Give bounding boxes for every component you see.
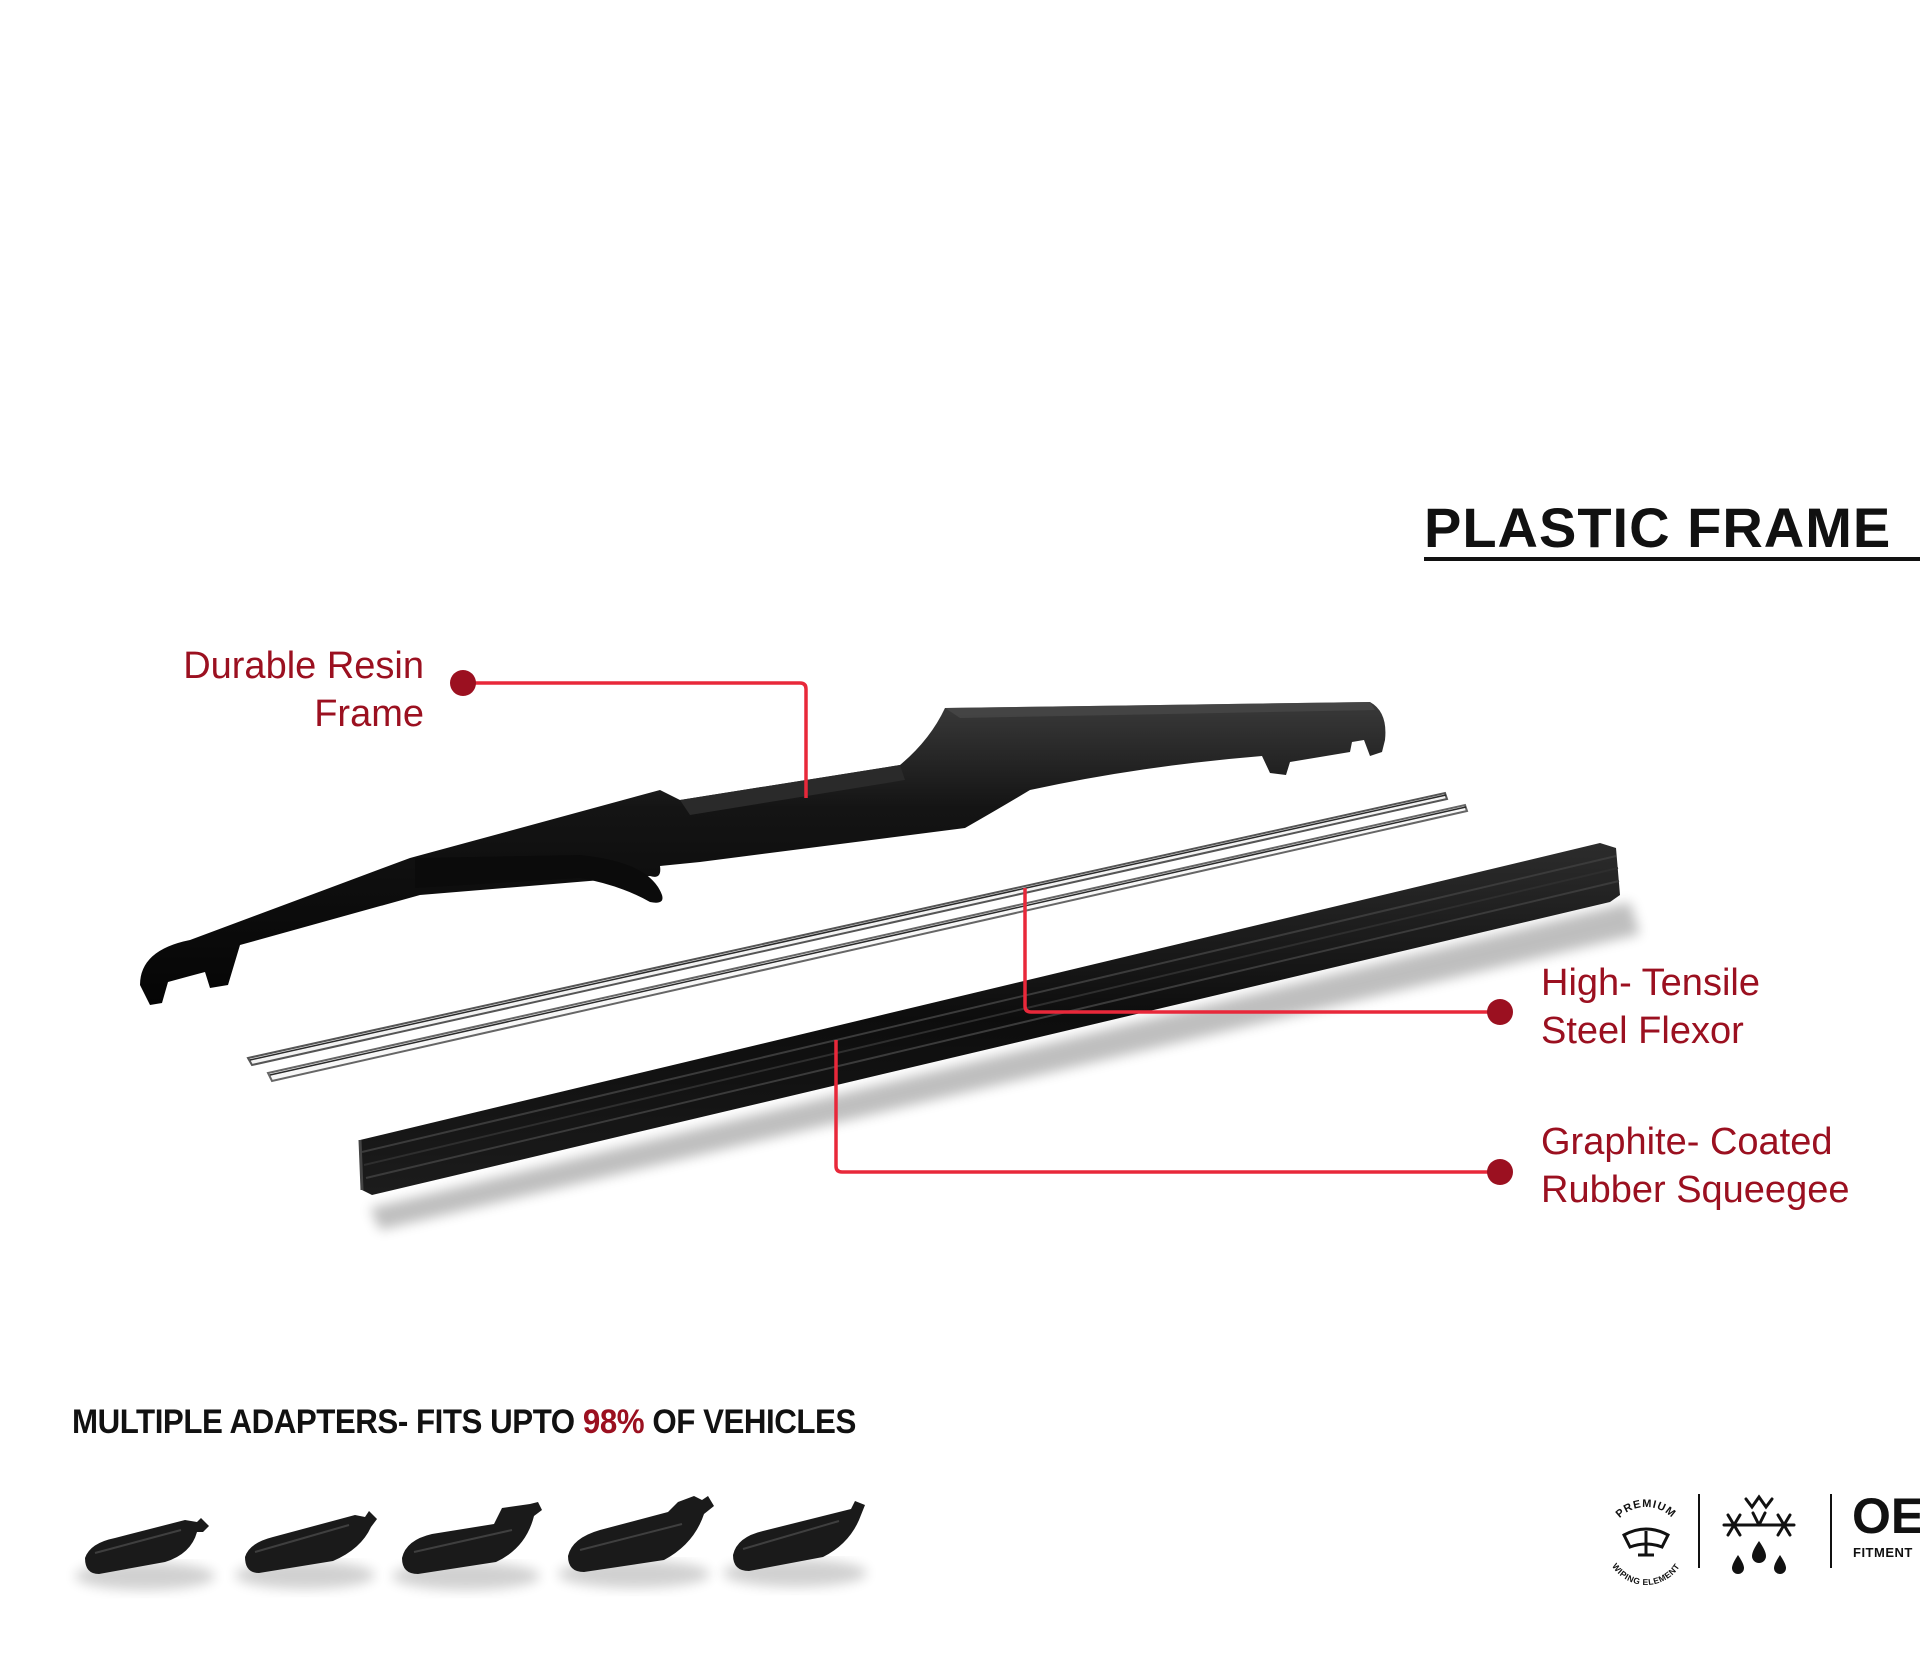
adapter-clip xyxy=(558,1496,714,1588)
premium-wiping-element-icon: PREMIUM WIPING ELEMENT xyxy=(1610,1498,1682,1587)
badge-divider-2 xyxy=(1830,1494,1832,1568)
callout-rubber-line-1: Graphite- Coated xyxy=(1541,1121,1833,1163)
svg-text:WIPING ELEMENT: WIPING ELEMENT xyxy=(1610,1561,1682,1587)
snowflake-rain-icon xyxy=(1722,1494,1796,1574)
page-title: PLASTIC FRAME xyxy=(1424,496,1892,559)
callout-resin-frame: Durable Resin Frame xyxy=(183,642,424,738)
adapter-clip xyxy=(235,1511,377,1589)
adapters-heading-suffix: OF VEHICLES xyxy=(644,1403,856,1441)
resin-frame xyxy=(140,702,1386,1005)
adapter-clips xyxy=(75,1496,867,1590)
badge-divider-1 xyxy=(1698,1494,1700,1568)
svg-text:PREMIUM: PREMIUM xyxy=(1614,1498,1679,1521)
oe-fitment-label: FITMENT xyxy=(1853,1545,1913,1560)
callout-steel-line-1: High- Tensile xyxy=(1541,962,1760,1004)
adapter-clip xyxy=(392,1502,542,1590)
steel-flexor xyxy=(246,791,1469,1083)
title-underline xyxy=(1424,557,1920,561)
rubber-squeegee xyxy=(358,843,1640,1230)
adapters-heading: MULTIPLE ADAPTERS- FITS UPTO 98% OF VEHI… xyxy=(72,1403,856,1442)
callout-rubber-line-2: Rubber Squeegee xyxy=(1541,1169,1850,1211)
callout-resin-line-1: Durable Resin xyxy=(183,645,424,687)
leader-lines xyxy=(450,670,1513,1185)
callout-rubber-squeegee: Graphite- Coated Rubber Squeegee xyxy=(1541,1118,1849,1214)
callout-steel-line-2: Steel Flexor xyxy=(1541,1010,1744,1052)
adapter-clip xyxy=(723,1501,867,1587)
adapter-clip xyxy=(75,1518,215,1590)
feature-badges: PREMIUM WIPING ELEMENT OE FITMENT xyxy=(1590,1485,1920,1595)
callout-resin-line-2: Frame xyxy=(314,693,424,735)
oe-fitment-icon: OE xyxy=(1852,1488,1920,1544)
adapters-heading-prefix: MULTIPLE ADAPTERS- FITS UPTO xyxy=(72,1403,583,1441)
callout-steel-flexor: High- Tensile Steel Flexor xyxy=(1541,959,1760,1055)
adapters-heading-highlight: 98% xyxy=(582,1403,645,1441)
